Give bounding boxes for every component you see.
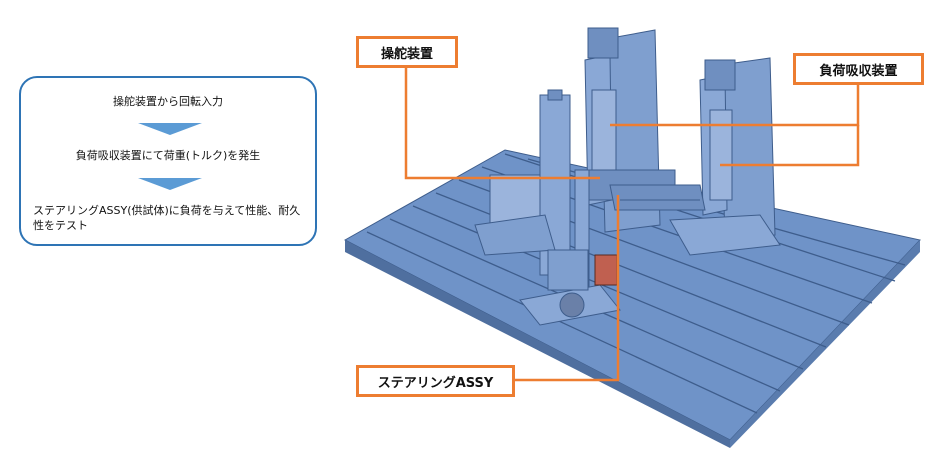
base-plate xyxy=(343,149,921,448)
connecting-shaft xyxy=(609,184,706,211)
steering-device-tower xyxy=(584,27,676,233)
flow-step-input: 操舵装置から回転入力 xyxy=(113,95,223,108)
steering-column-assembly xyxy=(474,89,590,291)
flow-step-test: ステアリングASSY(供試体)に負荷を与えて性能、耐久性をテスト xyxy=(33,204,301,232)
flow-description-box: 操舵装置から回転入力 負荷吸収装置にて荷重(トルク)を発生 ステアリングASSY… xyxy=(19,76,317,246)
flow-step-load: 負荷吸収装置にて荷重(トルク)を発生 xyxy=(75,149,261,162)
down-arrow-icon xyxy=(138,178,202,190)
label-load-absorber: 負荷吸収装置 xyxy=(793,53,924,85)
label-steering-device: 操舵装置 xyxy=(356,36,458,68)
steering-gear-unit xyxy=(519,249,621,326)
label-steering-assy: ステアリングASSY xyxy=(356,365,515,397)
down-arrow-icon xyxy=(138,123,202,135)
leader-lines xyxy=(404,68,860,382)
load-absorber-tower xyxy=(669,57,781,256)
